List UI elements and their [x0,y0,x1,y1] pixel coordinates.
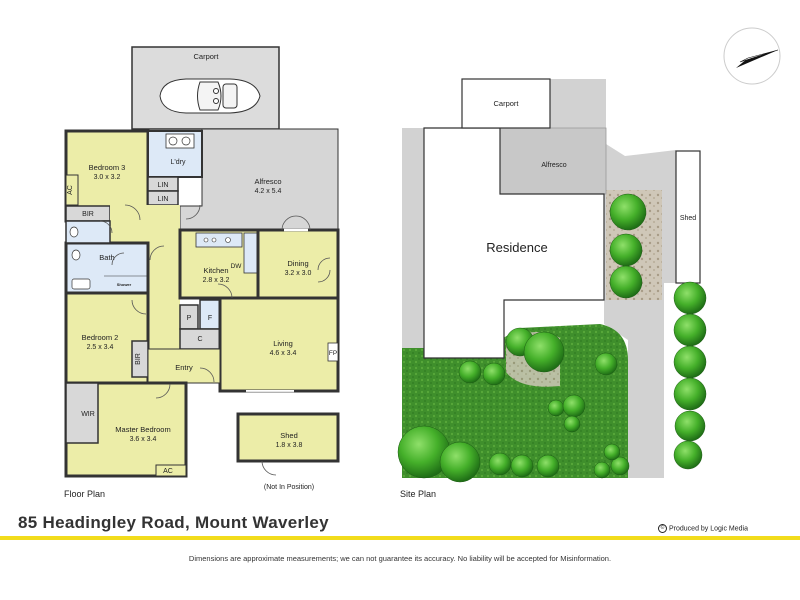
accent-divider [0,536,800,540]
toilet [65,220,111,244]
shed [236,412,340,463]
bedroom-3-size: 3.0 x 3.2 [94,174,121,181]
bir-2-label: BIR [135,353,142,365]
site-alfresco [499,127,607,195]
linen-2-label: LIN [158,196,169,203]
site-carport-label: Carport [493,99,519,108]
site-residence-label: Residence [486,240,547,255]
entry-label: Entry [175,363,193,372]
bedroom-3-label: Bedroom 3 [89,163,126,172]
dining [256,228,340,300]
shed-note: (Not In Position) [264,484,314,491]
master-bedroom-size: 3.6 x 3.4 [130,436,157,443]
carport-label: Carport [193,52,219,61]
shed-label: Shed [280,431,298,440]
car-icon [159,78,261,114]
bedroom-2-label: Bedroom 2 [82,333,119,342]
wir-label: WIR [81,411,95,418]
linen-1-label: LIN [158,182,169,189]
floor-plan: Carport Bedroom 3 3.0 x 3.2 AC BIR L'dry… [64,46,340,499]
site-plan-caption: Site Plan [400,489,436,499]
floor-plan-caption: Floor Plan [64,489,105,499]
lawn [402,324,628,478]
wir [65,382,99,444]
master-bedroom-label: Master Bedroom [115,425,170,434]
fridge-label: F [208,315,212,322]
disclaimer: Dimensions are approximate measurements;… [188,554,612,563]
copyright-icon: © [658,524,667,533]
site-plan: Carport Alfresco Residence Shed Site Pla… [397,78,707,499]
living-size: 4.6 x 3.4 [270,350,297,357]
shed-size: 1.8 x 3.8 [276,442,303,449]
producer-credit-text: Produced by Logic Media [669,525,748,533]
trees [397,193,707,483]
dw-label: DW [231,263,243,270]
bedroom-2-size: 2.5 x 3.4 [87,344,114,351]
site-carport [461,78,551,129]
dining-label: Dining [287,259,308,268]
living-label: Living [273,339,293,348]
fireplace-label: FP [329,350,337,357]
alfresco-label: Alfresco [254,177,281,186]
producer-credit: ©Produced by Logic Media [658,524,748,533]
kitchen-label: Kitchen [203,266,228,275]
alfresco-size: 4.2 x 5.4 [255,188,282,195]
pantry-label: P [187,315,192,322]
north-compass-icon [723,27,781,85]
ac-2-label: AC [163,468,173,475]
entry [147,348,221,384]
property-address: 85 Headingley Road, Mount Waverley [18,513,329,532]
kitchen-size: 2.8 x 3.2 [203,277,230,284]
site-residence [423,127,605,359]
shower-label: Shower [117,282,132,287]
ac-1-label: AC [67,185,74,195]
dining-size: 3.2 x 3.0 [285,270,312,277]
site-alfresco-label: Alfresco [541,162,566,169]
site-shed-label: Shed [680,215,696,222]
bath-label: Bath [99,253,114,262]
laundry-label: L'dry [171,159,186,166]
bir-1-label: BIR [82,211,94,218]
cupboard-label: C [197,336,202,343]
